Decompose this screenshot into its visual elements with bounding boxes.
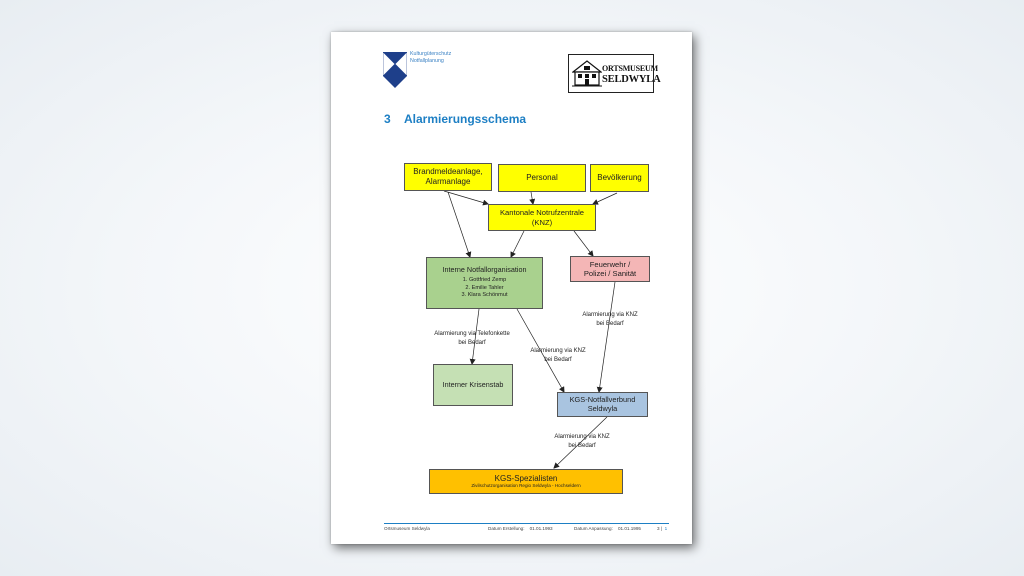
- spez-title: KGS-Spezialisten: [494, 473, 558, 483]
- house-icon: [572, 60, 602, 87]
- label-knz-b-line-2: bei Bedarf: [544, 356, 572, 363]
- feuer-line-2: Polizei / Sanität: [583, 269, 637, 278]
- box-interne-notfallorganisation: Interne Notfallorganisation 1. Gottfried…: [426, 257, 543, 309]
- footer-anpassung: Datum Anpassung: 01.01.1995: [574, 526, 641, 531]
- label-knz-b-line-1: Alarmierung via KNZ: [530, 348, 586, 354]
- anpassung-value: 01.01.1995: [617, 526, 641, 531]
- spez-subtitle: Zivilschutzorganisation Regio Seldwyla -…: [471, 483, 581, 489]
- document-page: Kulturgüterschutz Notfallplanung ORTSMUS…: [331, 32, 692, 544]
- box-personal: Personal: [498, 164, 586, 192]
- arrow-bevoelkerung-knz: [592, 192, 618, 205]
- brand-line-2: Alarmanlage: [425, 177, 471, 186]
- bevoelkerung-label: Bevölkerung: [597, 173, 642, 183]
- footer-erstellung: Datum Erstellung: 01.01.1993: [488, 526, 553, 531]
- section-title-text: Alarmierungsschema: [404, 112, 527, 126]
- erstellung-label: Datum Erstellung:: [488, 526, 525, 531]
- org-line-1: Kulturgüterschutz: [410, 51, 452, 57]
- footer-page-number: 3 | 1: [657, 526, 668, 531]
- label-knz-a-line-2: bei Bedarf: [596, 320, 624, 327]
- section-title: 3 Alarmierungsschema: [384, 112, 526, 126]
- intern-member: 3. Klara Schönmut: [461, 292, 508, 299]
- label-knz-c-line-1: Alarmierung via KNZ: [554, 434, 610, 440]
- personal-label: Personal: [526, 173, 558, 183]
- kgs-line-2: Seldwyla: [587, 403, 618, 413]
- box-knz: Kantonale Notrufzentrale (KNZ): [488, 204, 596, 231]
- erstellung-value: 01.01.1993: [529, 526, 553, 531]
- box-kgs-notfallverbund: KGS-Notfallverbund Seldwyla: [557, 392, 648, 417]
- box-feuerwehr: Feuerwehr / Polizei / Sanität: [570, 256, 650, 282]
- arrow-personal-knz: [529, 191, 536, 205]
- intern-title: Interne Notfallorganisation: [442, 265, 527, 275]
- arrow-feuerwehr-kgs: [596, 281, 616, 393]
- page-section: 3: [657, 526, 660, 531]
- box-kgs-spezialisten: KGS-Spezialisten Zivilschutzorganisation…: [429, 469, 623, 494]
- anpassung-label: Datum Anpassung:: [574, 526, 613, 531]
- krisenstab-label: Interner Krisenstab: [442, 379, 504, 389]
- label-telefon-line-1: Alarmierung via Telefonkette: [434, 331, 510, 337]
- label-knz-a-line-1: Alarmierung via KNZ: [582, 312, 638, 318]
- label-knz-kgs: Alarmierung via KNZ bei Bedarf: [539, 433, 625, 450]
- footer-divider: [384, 523, 669, 524]
- box-interner-krisenstab: Interner Krisenstab: [433, 364, 513, 406]
- kgs-shield-icon: [383, 52, 407, 88]
- knz-line-1: Kantonale Notrufzentrale: [499, 208, 584, 218]
- org-line-2: Notfallplanung: [410, 57, 444, 64]
- org-name: Kulturgüterschutz Notfallplanung: [410, 51, 451, 65]
- intern-member: 1. Gottfried Zemp: [462, 277, 507, 283]
- label-knz-intern: Alarmierung via KNZ bei Bedarf: [515, 347, 601, 364]
- label-knz-c-line-2: bei Bedarf: [568, 442, 596, 449]
- label-telefon-line-2: bei Bedarf: [458, 339, 486, 346]
- arrow-knz-intern: [510, 230, 525, 258]
- museum-logo: ORTSMUSEUM SELDWYLA: [568, 54, 661, 93]
- box-bevoelkerung: Bevölkerung: [590, 164, 649, 192]
- label-knz-feuerwehr: Alarmierung via KNZ bei Bedarf: [567, 311, 653, 328]
- museum-name-line-1: ORTSMUSEUM: [602, 64, 658, 73]
- kgs-line-1: KGS-Notfallverbund: [569, 394, 636, 404]
- box-brandmeldeanlage: Brandmeldeanlage, Alarmanlage: [404, 163, 492, 191]
- arrow-brand-knz: [443, 190, 489, 206]
- arrow-knz-feuerwehr: [573, 230, 594, 257]
- knz-line-2: (KNZ): [531, 217, 553, 227]
- intern-member-list: 1. Gottfried Zemp 2. Emilie Tahler 3. Kl…: [461, 277, 507, 300]
- arrow-brand-intern: [447, 191, 472, 258]
- brand-line-1: Brandmeldeanlage,: [413, 167, 483, 177]
- section-number: 3: [384, 112, 391, 126]
- footer-museum-name: Ortsmuseum Seldwyla: [384, 526, 430, 531]
- intern-member: 2. Emilie Tahler: [465, 284, 504, 291]
- label-telefonkette: Alarmierung via Telefonkette bei Bedarf: [427, 330, 517, 347]
- museum-name-line-2: SELDWYLA: [602, 74, 661, 85]
- page-num: 1: [664, 526, 668, 531]
- feuer-line-1: Feuerwehr /: [589, 259, 631, 269]
